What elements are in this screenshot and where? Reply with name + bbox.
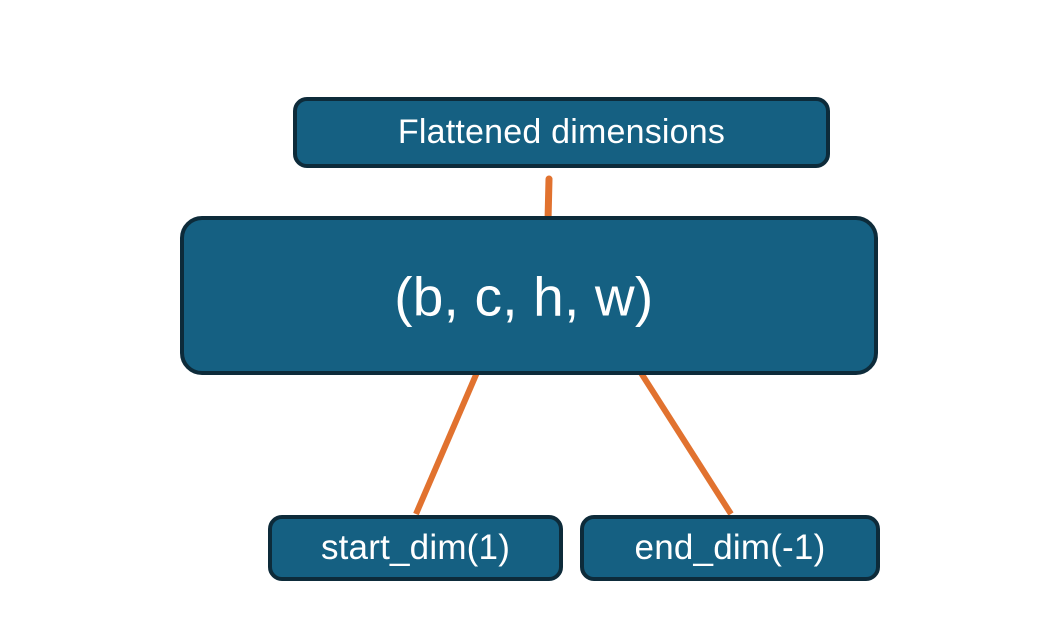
flattened-dimensions-label: Flattened dimensions: [397, 113, 726, 151]
end-dim-node[interactable]: end_dim(-1): [580, 515, 880, 581]
shape-tuple-label: (b, c, h, w): [394, 265, 654, 328]
start-dim-node[interactable]: start_dim(1): [268, 515, 563, 581]
start-dim-label: start_dim(1): [320, 528, 511, 567]
shape-tuple-node[interactable]: (b, c, h, w): [180, 216, 878, 375]
flattened-dimensions-node[interactable]: Flattened dimensions: [293, 97, 830, 168]
end-dim-label: end_dim(-1): [634, 528, 826, 567]
